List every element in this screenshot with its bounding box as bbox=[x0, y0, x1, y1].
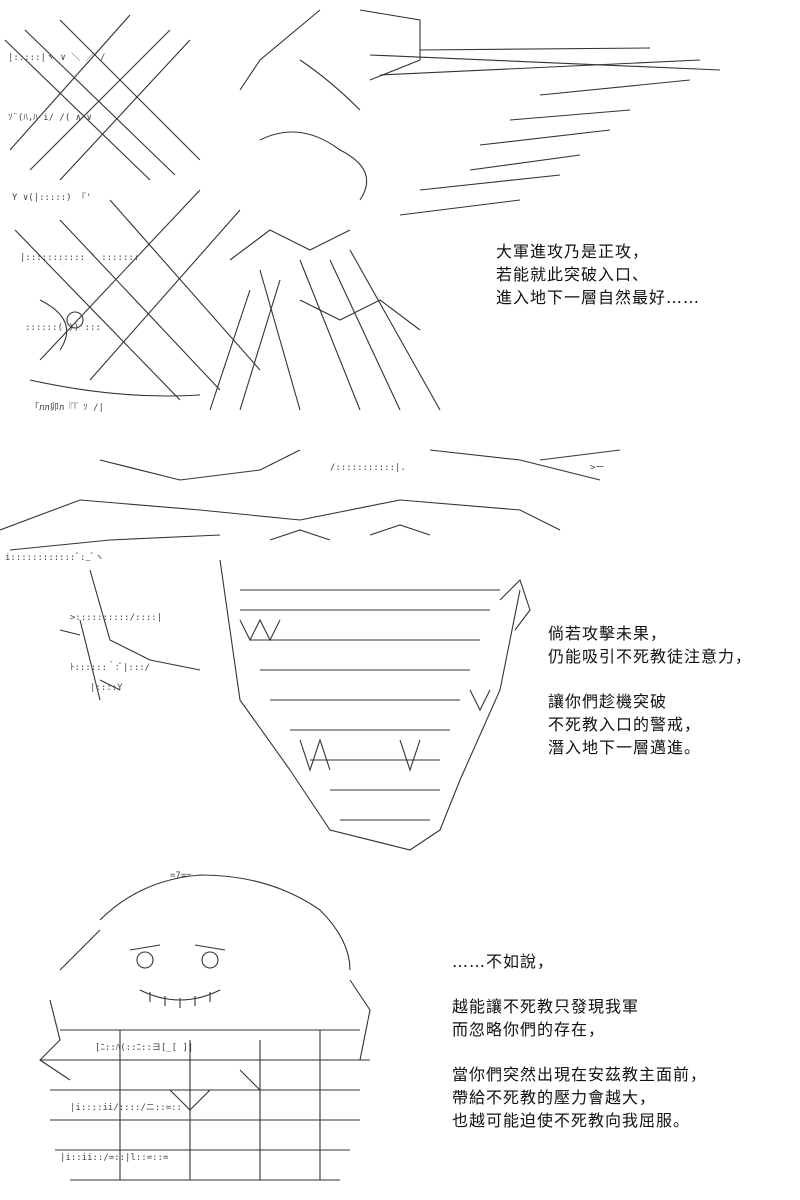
narration-line: 也越可能迫使不死教向我屈服。 bbox=[452, 1111, 691, 1130]
narration-line: 而忽略你們的存在， bbox=[452, 1020, 606, 1039]
svg-text:|:::::|ヽ ∨ ＼ ／ /: |:::::|ヽ ∨ ＼ ／ / bbox=[8, 52, 105, 63]
svg-text:>::::::::::/::::|: >::::::::::/::::| bbox=[70, 613, 162, 623]
narration-line: 當你們突然出現在安茲教主面前， bbox=[452, 1065, 708, 1084]
panel-2: i::::::::::::ﾞ:_ﾞヽ >::::::::::/::::| ﾄ::… bbox=[0, 440, 800, 870]
narration-line: 帶給不死教的壓力會越大， bbox=[452, 1088, 657, 1107]
bird-creature-illustration: |:::::|ヽ ∨ ＼ ／ / ｿ¨(ﾊ,ﾊ i/ /( ∧ ∨ Y ∨(|:… bbox=[4, 9, 721, 413]
svg-text:[ﾆ::ﾊ(::ﾆ::ヨ[_[ ]|: [ﾆ::ﾊ(::ﾆ::ヨ[_[ ]| bbox=[95, 1043, 193, 1053]
svg-text:|i::ii::/=::|l::=::=: |i::ii::/=::|l::=::= bbox=[60, 1153, 169, 1163]
narration-text-1: 大軍進攻乃是正攻， 若能就此突破入口、 進入地下一層自然最好…… bbox=[496, 240, 700, 309]
svg-text:Y ∨(|:::::) 『': Y ∨(|:::::) 『' bbox=[12, 192, 91, 203]
narration-line: ……不如說， bbox=[452, 952, 555, 971]
svg-text:|::::Y: |::::Y bbox=[90, 683, 123, 693]
svg-text:i::::::::::::ﾞ:_ﾞヽ: i::::::::::::ﾞ:_ﾞヽ bbox=[5, 552, 104, 563]
svg-text:ﾄ::::::｀:ﾞ|:::/: ﾄ::::::｀:ﾞ|:::/ bbox=[70, 660, 150, 673]
svg-text:=7==-: =7==- bbox=[170, 871, 197, 881]
narration-line: 進入地下一層自然最好…… bbox=[496, 288, 701, 307]
panel-1: |:::::|ヽ ∨ ＼ ／ / ｿ¨(ﾊ,ﾊ i/ /( ∧ ∨ Y ∨(|:… bbox=[0, 0, 800, 430]
narration-line: 越能讓不死教只發現我軍 bbox=[452, 997, 640, 1016]
narration-text-3: ……不如說， 越能讓不死教只發現我軍 而忽略你們的存在， 當你們突然出現在安茲教… bbox=[452, 950, 707, 1132]
narration-line: 大軍進攻乃是正攻， bbox=[496, 242, 650, 261]
narration-text-2: 倘若攻擊未果， 仍能吸引不死教徒注意力， 讓你們趁機突破 不死教入口的警戒， 潛… bbox=[548, 622, 752, 759]
svg-text:|::::::::::: ' :::::::: |::::::::::: ' ::::::: bbox=[20, 253, 139, 263]
svg-text:「лл卯л『『 ｿ /|: 「лл卯л『『 ｿ /| bbox=[30, 402, 104, 413]
svg-text:::::::( )) :::: ::::::( )) ::: bbox=[25, 323, 101, 333]
armored-character-illustration: =7==- [ﾆ::ﾊ(::ﾆ::ヨ[_[ ]| |i::::ii/::::/ニ… bbox=[39, 871, 371, 1181]
narration-line: 若能就此突破入口、 bbox=[496, 265, 650, 284]
svg-text:|i::::ii/::::/ニ::=::: |i::::ii/::::/ニ::=:: bbox=[70, 1103, 182, 1113]
narration-line: 不死教入口的警戒， bbox=[548, 715, 702, 734]
narration-line: 仍能吸引不死教徒注意力， bbox=[548, 647, 753, 666]
panel-3: =7==- [ﾆ::ﾊ(::ﾆ::ヨ[_[ ]| |i::::ii/::::/ニ… bbox=[0, 860, 800, 1200]
narration-line: 潛入地下一層邁進。 bbox=[548, 738, 702, 757]
narration-line: 讓你們趁機突破 bbox=[548, 692, 668, 711]
svg-text:ｿ¨(ﾊ,ﾊ i/ /( ∧ ∨: ｿ¨(ﾊ,ﾊ i/ /( ∧ ∨ bbox=[8, 113, 92, 123]
svg-text:>ー: >ー bbox=[590, 463, 604, 473]
narration-line: 倘若攻擊未果， bbox=[548, 624, 668, 643]
svg-text:/:::::::::::|.: /:::::::::::|. bbox=[330, 463, 406, 473]
winged-monster-illustration: i::::::::::::ﾞ:_ﾞヽ >::::::::::/::::| ﾄ::… bbox=[0, 449, 621, 851]
